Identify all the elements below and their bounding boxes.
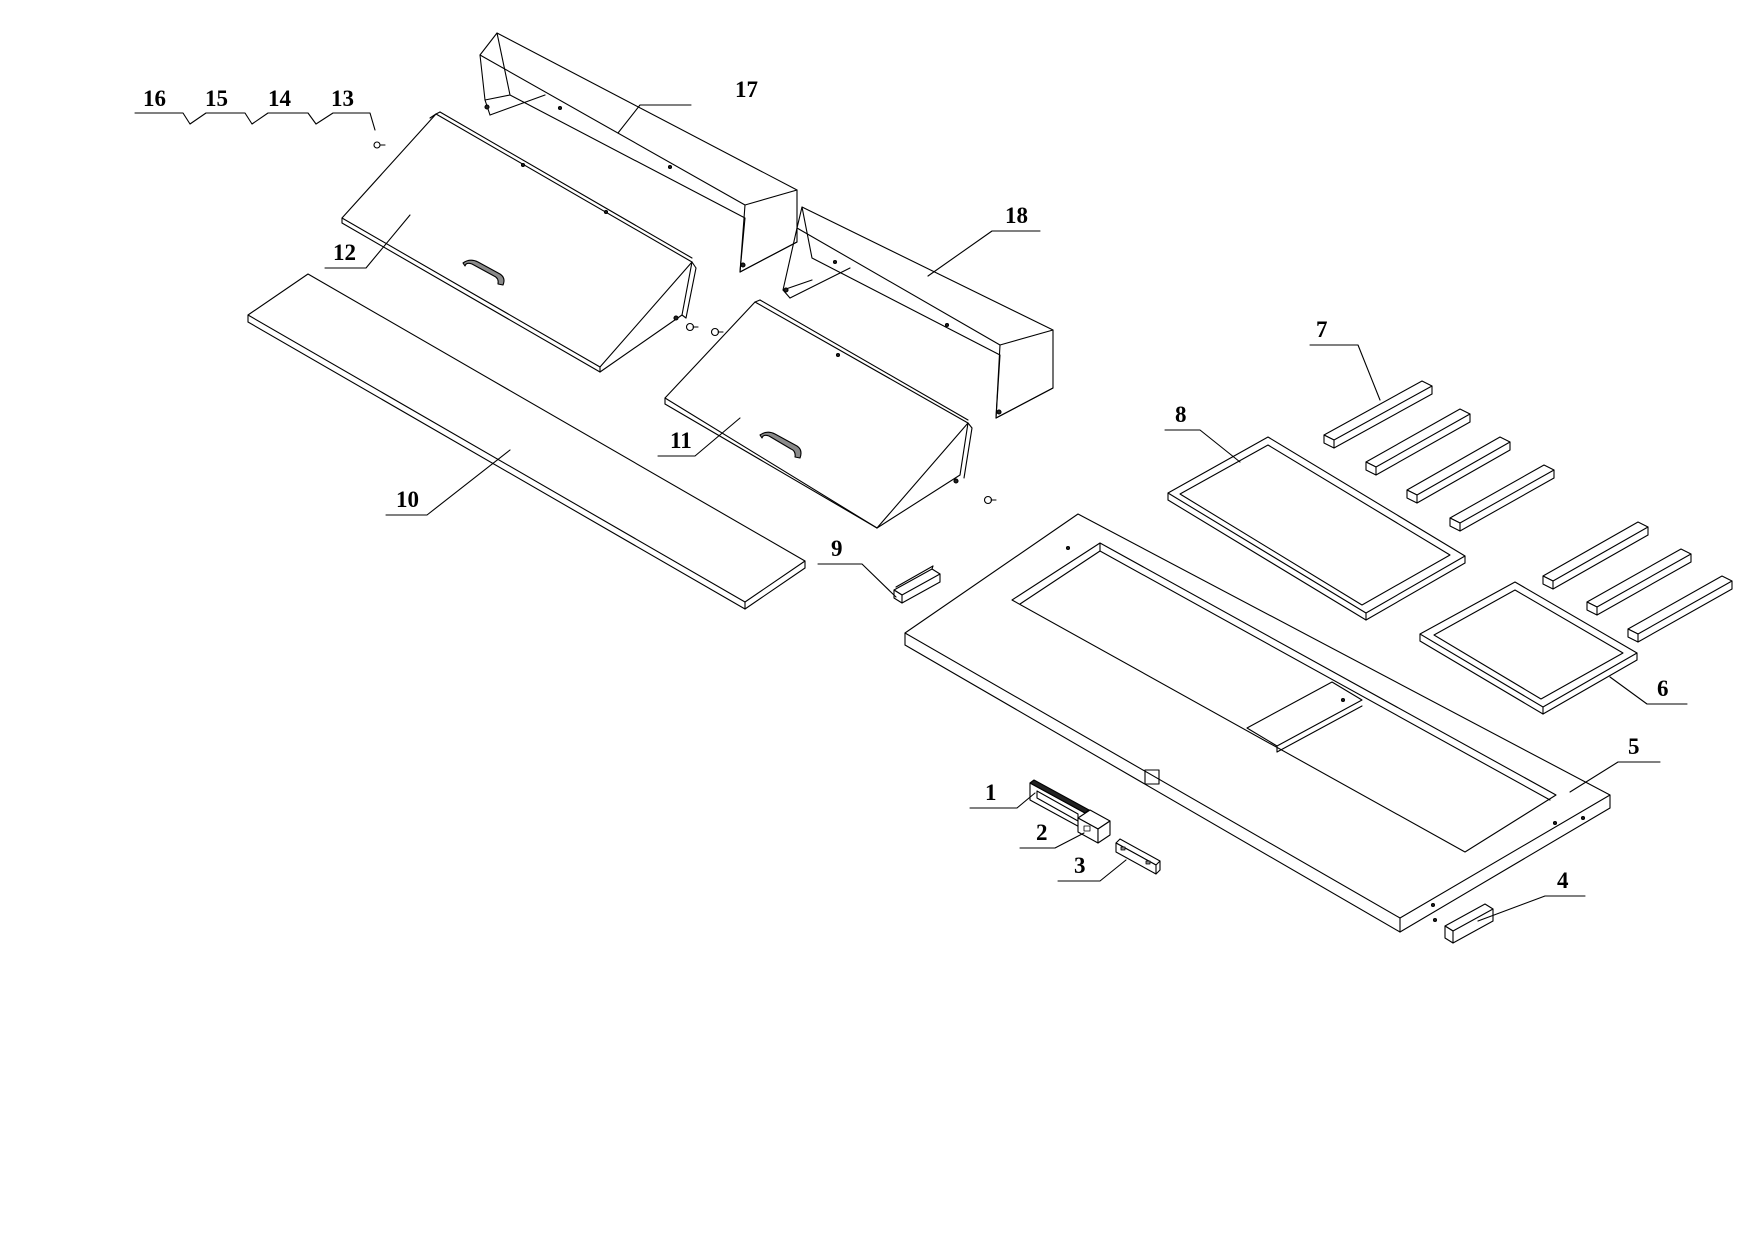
callout-9: 9 [831,536,843,561]
rail-6 [1586,548,1692,616]
part-17-canopy [479,32,798,273]
part-10-shelf-board [247,273,806,610]
rail-7 [1627,575,1733,643]
callout-7: 7 [1316,317,1328,342]
callout-8: 8 [1175,402,1187,427]
callout-16: 16 [143,86,166,111]
callout-2: 2 [1036,820,1048,845]
callout-11: 11 [670,428,692,453]
callout-5: 5 [1628,734,1640,759]
part-12-hinged-lid [341,111,697,373]
callout-3: 3 [1074,853,1086,878]
part-6-small-tray [1419,581,1638,715]
part-18-canopy [782,206,1054,419]
rail-2 [1365,408,1471,476]
rail-4 [1449,464,1555,532]
callout-13: 13 [331,86,354,111]
part-7-rails [1323,380,1733,643]
callout-10: 10 [396,487,419,512]
callout-12: 12 [333,240,356,265]
callout-15: 15 [205,86,228,111]
callout-6: 6 [1657,676,1669,701]
part-5-countertop [904,513,1611,933]
part-3-plate [1115,838,1161,875]
rail-1 [1323,380,1433,449]
knob-screws [373,141,997,505]
rail-3 [1406,436,1511,504]
callout-18: 18 [1005,203,1028,228]
callout-labels: 16 15 14 13 17 18 12 11 10 9 8 7 6 5 4 1… [143,77,1669,893]
callout-4: 4 [1557,868,1569,893]
part-4-bracket [1444,903,1494,944]
leader-lines [134,104,1688,922]
rail-5 [1542,521,1649,590]
callout-14: 14 [268,86,292,111]
callout-1: 1 [985,780,997,805]
part-11-hinged-lid [664,299,973,529]
part-9-bracket [893,565,941,604]
callout-17: 17 [735,77,758,102]
part-2-switch-box [1077,809,1111,844]
